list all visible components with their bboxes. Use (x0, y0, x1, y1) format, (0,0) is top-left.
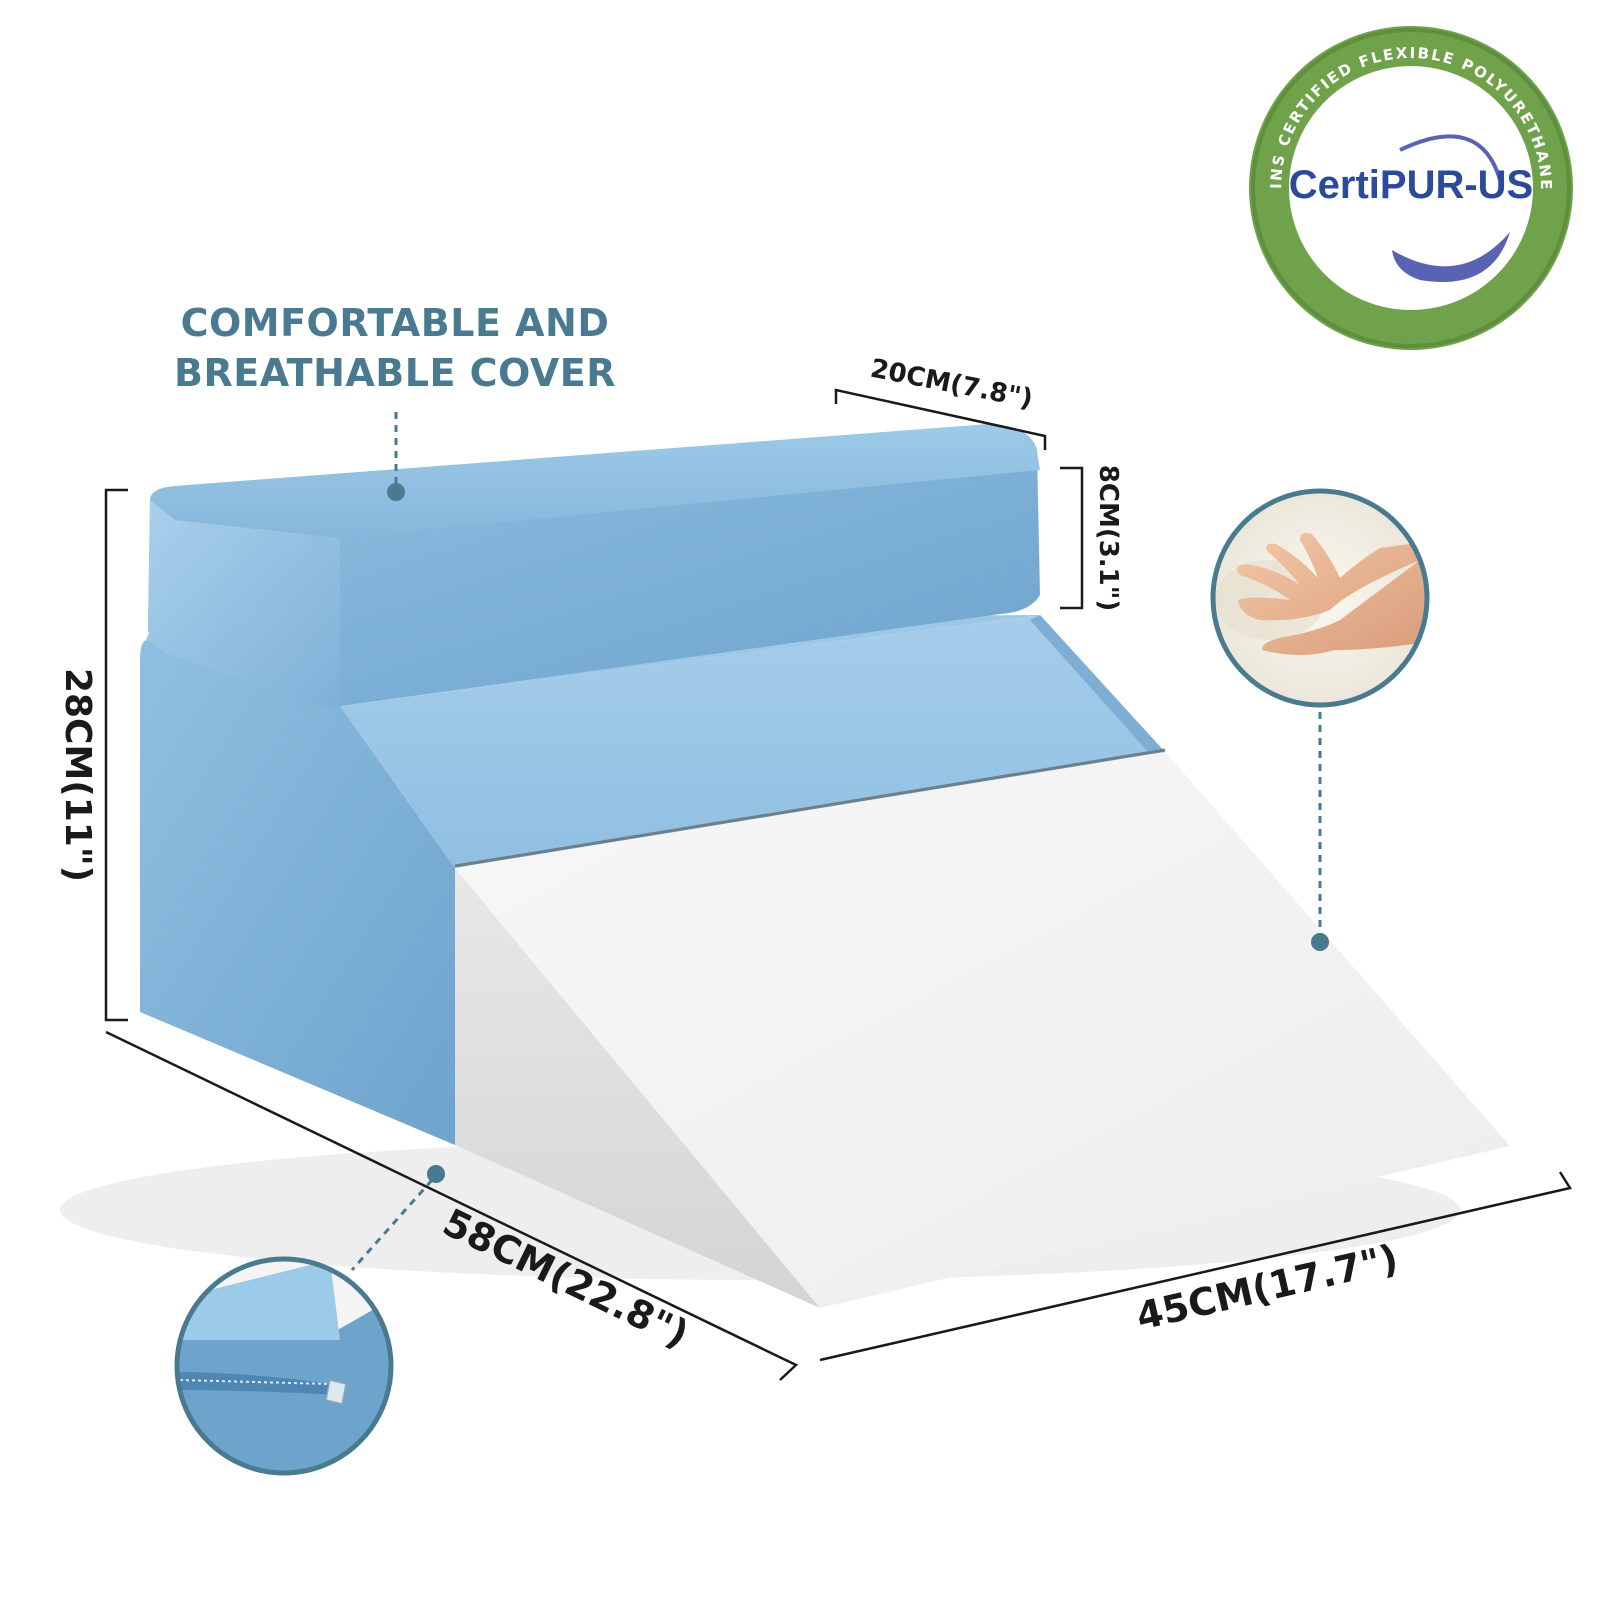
cover-feature-label-line1: COMFORTABLE AND (180, 301, 610, 345)
hand-icon (1236, 532, 1427, 655)
zipper-detail-inset (174, 1256, 394, 1476)
white-wedge-slope-face (455, 752, 1510, 1308)
cover-callout-dot (387, 483, 405, 501)
top-width-label: 20CM(7.8") (868, 354, 1035, 415)
badge-swoosh-icon (1392, 232, 1510, 282)
total-height-label: 28CM(11") (57, 668, 98, 882)
zipper-pull-icon (325, 1379, 347, 1405)
foam-detail-inset (1210, 488, 1430, 708)
pillow-top-face (150, 424, 1040, 538)
cover-feature-label-line2: BREATHABLE COVER (174, 351, 616, 395)
white-foam-wedge (454, 748, 1510, 1308)
blue-wedge-front-face (140, 640, 455, 1145)
dimension-lines (104, 388, 1572, 1381)
cover-feature-label: COMFORTABLE AND BREATHABLE COVER (150, 298, 640, 398)
badge-brand-text: CertiPUR-US (1289, 163, 1533, 207)
certipur-badge: CONTAINS CERTIFIED FLEXIBLE POLYURETHANE… (0, 0, 1573, 386)
top-height-label: 8CM(3.1") (1093, 465, 1123, 611)
foam-callout-dot (1311, 933, 1329, 951)
pillow-side-face (148, 500, 340, 707)
blue-wedge-slope-face (340, 615, 1165, 868)
top-pillow-block (148, 424, 1040, 707)
zipper-callout-dot (427, 1165, 445, 1183)
